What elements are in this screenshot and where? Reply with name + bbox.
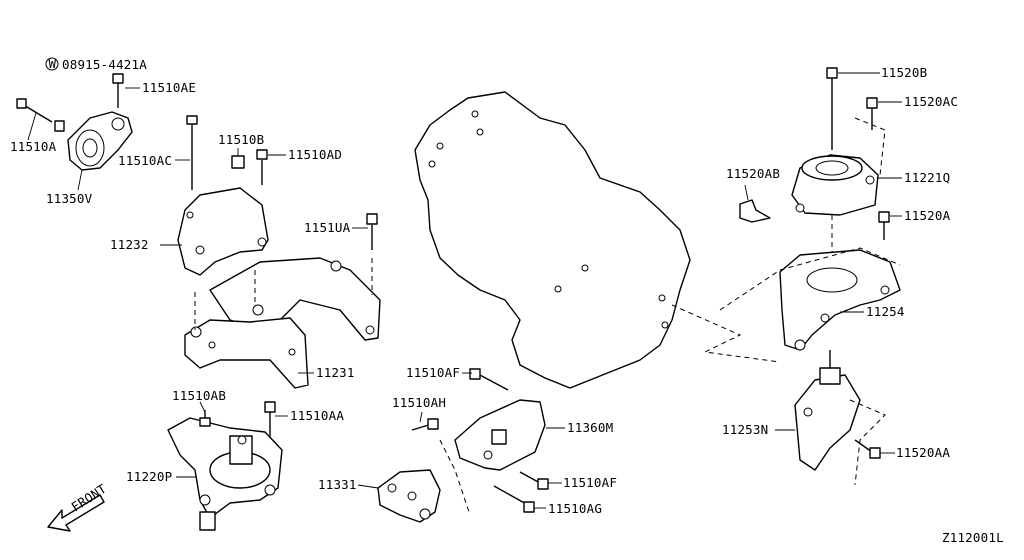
label-11520B: 11520B <box>881 65 927 80</box>
label-11510AG: 11510AG <box>548 501 602 516</box>
mount-11220P <box>167 401 283 531</box>
mount-11221Q <box>739 67 890 252</box>
label-11520AA: 11520AA <box>896 445 950 460</box>
label-11510AE: 11510AE <box>142 80 196 95</box>
label-11520A: 11520A <box>904 208 951 223</box>
label-11510AF-top: 11510AF <box>406 365 460 380</box>
leader-lines <box>27 72 902 509</box>
label-11331: 11331 <box>318 477 357 492</box>
mount-11350V <box>16 73 133 171</box>
label-11510AD: 11510AD <box>288 147 342 162</box>
label-11520AC: 11520AC <box>904 94 958 109</box>
bracket-11331 <box>377 469 441 523</box>
label-11220P: 11220P <box>126 469 172 484</box>
label-11510AA: 11510AA <box>290 408 344 423</box>
engine-block-outline <box>414 91 781 389</box>
label-11510AF-bottom: 11510AF <box>563 475 617 490</box>
label-1151UA: 1151UA <box>304 220 351 235</box>
bracket-11232 <box>177 115 269 276</box>
label-11510AB: 11510AB <box>172 388 226 403</box>
label-11350V: 11350V <box>46 191 93 206</box>
label-11221Q: 11221Q <box>904 170 950 185</box>
diagram-code: Z112001L <box>942 530 1004 545</box>
bracket-11254 <box>719 247 901 351</box>
washer-symbol: W <box>49 56 57 71</box>
label-11510AH: 11510AH <box>392 395 446 410</box>
label-08915-4421A: 08915-4421A <box>62 57 147 72</box>
label-11232: 11232 <box>110 237 149 252</box>
washer-symbol-circle <box>45 57 59 71</box>
label-11231: 11231 <box>316 365 355 380</box>
label-11520AB: 11520AB <box>726 166 780 181</box>
label-11510B: 11510B <box>218 132 264 147</box>
bracket-11253N <box>794 350 886 486</box>
front-arrow <box>47 494 105 532</box>
label-11360M: 11360M <box>567 420 613 435</box>
label-11510A: 11510A <box>10 139 57 154</box>
label-11510AC: 11510AC <box>118 153 172 168</box>
label-11253N: 11253N <box>722 422 768 437</box>
bracket-11360M <box>411 368 549 516</box>
bracket-11231 <box>184 213 381 389</box>
label-11254: 11254 <box>866 304 905 319</box>
